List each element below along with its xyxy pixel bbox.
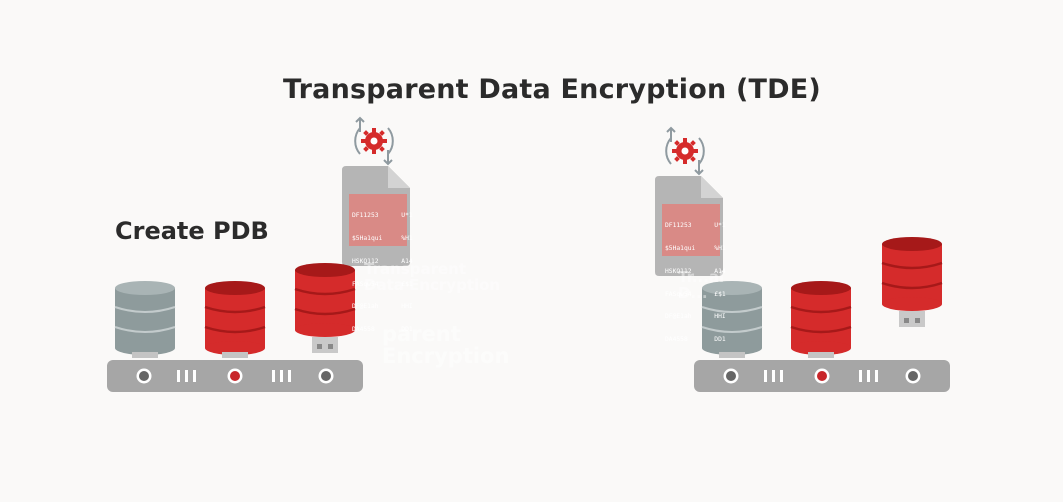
encrypted-text-line: DA4558 DD1 <box>352 326 413 334</box>
encrypted-text-line: FASqw54 £$1 <box>665 290 726 298</box>
gear-sync-icon <box>665 127 705 175</box>
faded-label: parent Encryption <box>382 322 510 369</box>
gear-sync-icon <box>354 117 394 165</box>
database-icon <box>203 279 267 360</box>
encrypted-text-block: DF11253 U*1 $5Ha1qui %H1 HSKQ112 A14 FAS… <box>665 207 726 351</box>
platform-icon <box>107 360 363 392</box>
encrypted-text-line: DF@E1ah HHI <box>665 313 726 321</box>
usb-plug-icon <box>293 261 357 355</box>
faded-label: Tr...al D... <box>678 268 725 302</box>
platform-icon <box>694 360 950 392</box>
encrypted-text-line: HSKQ112 A14 <box>665 267 726 275</box>
encrypted-text-line: DA4558 DD1 <box>665 336 726 344</box>
database-icon <box>114 280 176 359</box>
diagram-title: Transparent Data Encryption (TDE) <box>283 74 821 105</box>
encrypted-text-line: HSKQ112 A14 <box>352 257 413 265</box>
encrypted-text-line: $5Ha1qui %H1 <box>665 244 726 252</box>
encrypted-text-line: $5Ha1qui %H1 <box>352 234 413 242</box>
usb-plug-icon <box>880 235 944 329</box>
database-icon <box>789 279 853 360</box>
section-label-create-pdb: Create PDB <box>115 217 269 245</box>
encrypted-text-line: FASqw54 £$1 <box>352 280 413 288</box>
encrypted-text-block: DF11253 U*1 $5Ha1qui %H1 HSKQ112 A14 FAS… <box>352 197 413 341</box>
encrypted-text-line: DF11253 U*1 <box>665 222 726 230</box>
encrypted-text-line: DF11253 U*1 <box>352 212 413 220</box>
encrypted-text-line: DF@E1ah HHI <box>352 303 413 311</box>
faded-label: Transparent Data Encryption <box>364 260 501 294</box>
